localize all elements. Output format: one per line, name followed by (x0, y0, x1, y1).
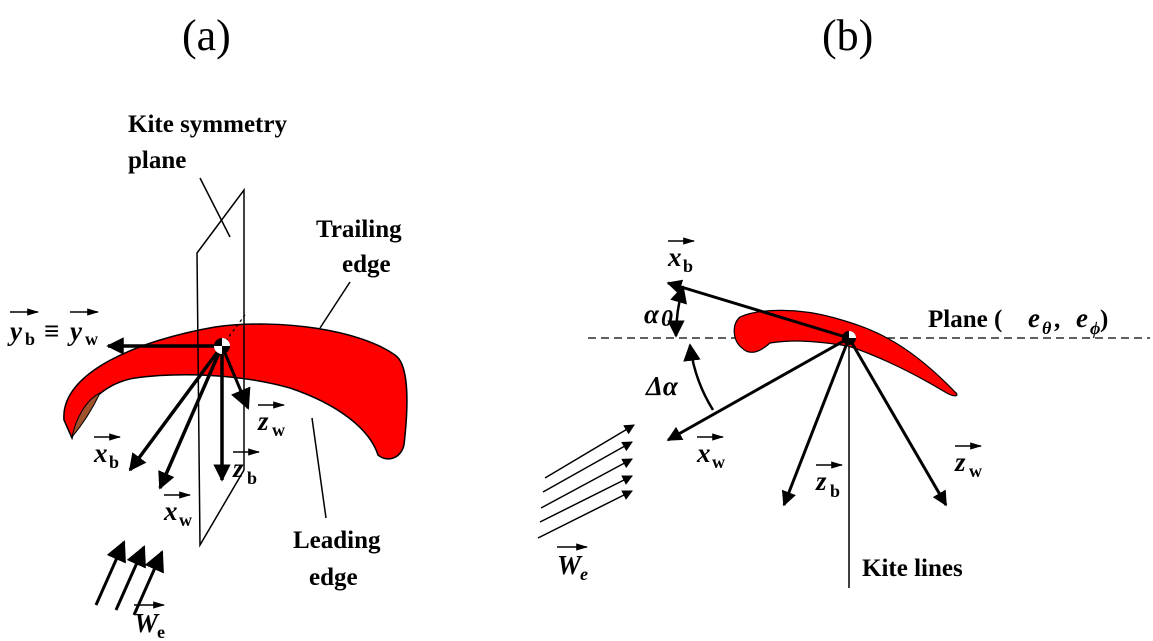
xw-label-b: x w (696, 433, 725, 472)
svg-text:e: e (157, 622, 165, 641)
svg-text:x: x (163, 496, 178, 526)
leading-edge-label-line2: edge (309, 564, 358, 591)
svg-text:w: w (85, 329, 98, 349)
trailing-edge-leader (319, 281, 351, 329)
delta-alpha-label: Δα (645, 371, 679, 401)
zb-axis-arrow-b (781, 337, 851, 507)
svg-text:W: W (134, 608, 160, 638)
symmetry-plane (196, 187, 245, 548)
leading-edge-leader (311, 417, 327, 519)
svg-text:e: e (1076, 303, 1088, 333)
svg-text:b: b (247, 468, 257, 488)
svg-text:W: W (557, 550, 583, 580)
svg-text:x: x (696, 438, 711, 468)
svg-text:e: e (580, 564, 588, 584)
wind-arrows-a (94, 540, 164, 616)
panel-a-label: (a) (182, 11, 231, 60)
we-label-a: W e (134, 601, 166, 641)
delta-alpha-arc (683, 343, 715, 411)
panel-b-label: (b) (822, 11, 873, 60)
xb-label-a: x b (93, 433, 122, 472)
svg-text:): ) (1100, 306, 1108, 333)
kite-lines-label: Kite lines (862, 555, 963, 582)
kite-canopy-a (63, 323, 408, 460)
svg-text:y: y (67, 316, 83, 346)
xb-axis-arrow-b (666, 279, 850, 340)
svg-text:b: b (683, 256, 693, 276)
xw-label-a: x w (163, 491, 192, 530)
svg-text:x: x (93, 438, 108, 468)
xb-label-b: x b (667, 237, 696, 276)
svg-text:w: w (969, 461, 982, 481)
xw-axis-arrow (158, 345, 224, 490)
svg-text:z: z (257, 406, 269, 436)
panel-b: (b) Plane ( e θ (537, 11, 1150, 588)
xw-axis-arrow-b (666, 336, 850, 442)
zb-label-a: z b (232, 448, 261, 488)
zw-label-b: z w (954, 442, 983, 481)
kite-inner-fold-a (71, 391, 102, 438)
panel-a: (a) Kite symmetry plane (7, 11, 408, 641)
svg-text:θ: θ (1042, 318, 1052, 338)
origin-marker-a (214, 338, 230, 354)
svg-text:z: z (232, 453, 244, 483)
svg-text:e: e (1028, 303, 1040, 333)
svg-text:α: α (644, 299, 660, 329)
yb-equiv-yw-label: y b ≡ y w (7, 308, 100, 349)
svg-text:y: y (7, 316, 23, 346)
svg-text:b: b (109, 452, 119, 472)
svg-text:z: z (815, 466, 827, 496)
zb-label-b: z b (815, 461, 844, 501)
svg-text:,: , (1054, 306, 1060, 333)
leading-edge-label-line1: Leading (293, 527, 381, 554)
zw-axis-arrow (220, 345, 251, 410)
wind-arrows-b (537, 424, 635, 539)
svg-text:≡: ≡ (44, 316, 59, 346)
zw-axis-arrow-b (847, 337, 948, 507)
svg-text:w: w (272, 420, 285, 440)
trailing-edge-label-line2: edge (342, 251, 391, 278)
svg-text:Plane (: Plane ( (928, 306, 1002, 333)
svg-text:b: b (830, 481, 840, 501)
alpha0-arc (667, 285, 687, 338)
kite-symmetry-label-line1: Kite symmetry (128, 111, 287, 138)
kite-profile-b (733, 309, 958, 397)
symmetry-plane-leader (199, 177, 231, 238)
trailing-edge-label-line1: Trailing (316, 216, 402, 243)
alpha0-label: α 0 (644, 299, 673, 332)
svg-text:w: w (179, 510, 192, 530)
svg-text:ϕ: ϕ (1090, 318, 1100, 338)
svg-text:b: b (25, 329, 35, 349)
origin-marker-b (842, 331, 856, 345)
xb-axis-arrow (128, 344, 224, 472)
plane-label: Plane ( e θ , e ϕ ) (928, 303, 1108, 338)
svg-text:x: x (667, 242, 682, 272)
svg-text:0: 0 (661, 306, 673, 332)
kite-symmetry-label-line2: plane (128, 147, 186, 174)
we-label-b: W e (557, 543, 589, 584)
svg-text:w: w (712, 452, 725, 472)
zw-label-a: z w (257, 401, 286, 440)
svg-text:z: z (954, 447, 966, 477)
